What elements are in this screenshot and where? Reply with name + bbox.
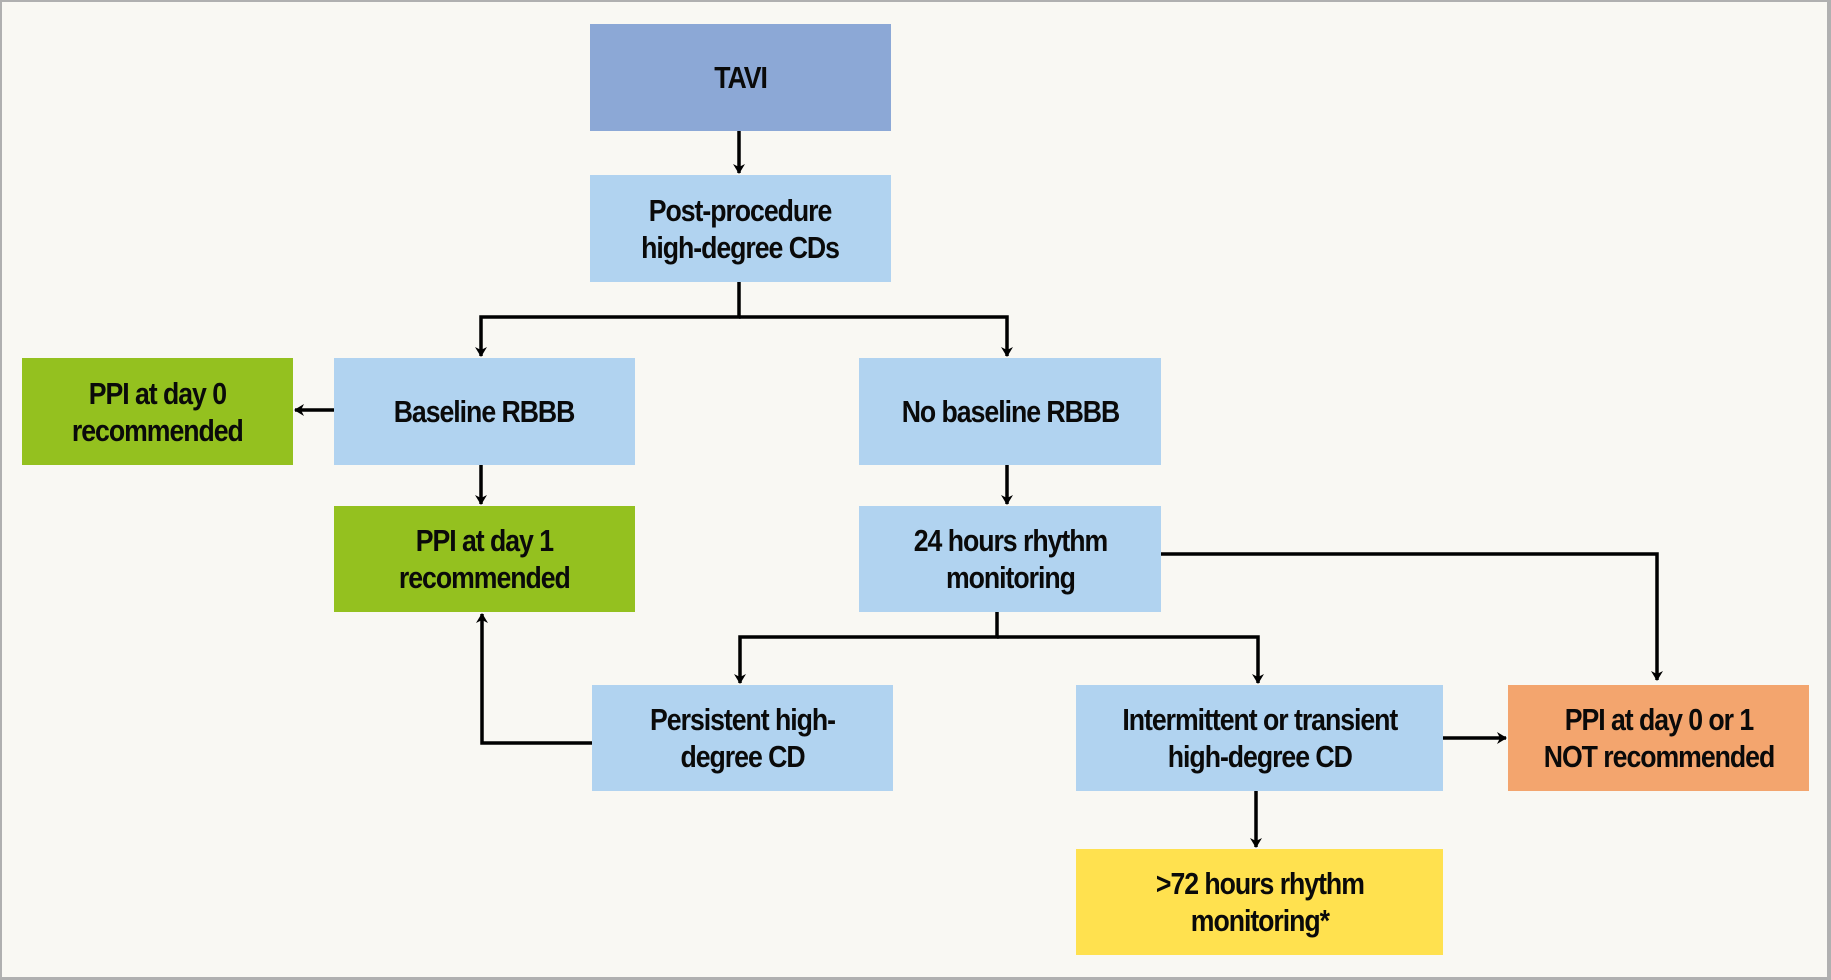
node-intermittent-cd: Intermittent or transient high-degree CD (1076, 685, 1443, 791)
node-24h-monitoring-label: 24 hours rhythm monitoring (913, 523, 1107, 595)
node-tavi: TAVI (590, 24, 891, 131)
node-persistent-cd-label: Persistent high- degree CD (650, 702, 836, 774)
node-baseline-rbbb: Baseline RBBB (334, 358, 635, 465)
node-ppi-not-recommended: PPI at day 0 or 1 NOT recommended (1508, 685, 1809, 791)
node-ppi-day1-label: PPI at day 1 recommended (399, 523, 571, 595)
node-persistent-cd: Persistent high- degree CD (592, 685, 893, 791)
node-ppi-day0-label: PPI at day 0 recommended (72, 375, 244, 448)
node-no-baseline-rbbb-label: No baseline RBBB (901, 394, 1120, 429)
node-baseline-rbbb-label: Baseline RBBB (394, 394, 576, 429)
node-ppi-day0: PPI at day 0 recommended (22, 358, 293, 465)
node-post-procedure-label: Post-procedure high-degree CDs (641, 192, 841, 265)
node-72h-monitoring-label: >72 hours rhythm monitoring* (1155, 866, 1365, 938)
node-post-procedure: Post-procedure high-degree CDs (590, 175, 891, 282)
node-intermittent-cd-label: Intermittent or transient high-degree CD (1122, 702, 1398, 774)
node-72h-monitoring: >72 hours rhythm monitoring* (1076, 849, 1443, 955)
node-tavi-label: TAVI (714, 60, 768, 95)
node-ppi-day1: PPI at day 1 recommended (334, 506, 635, 612)
node-24h-monitoring: 24 hours rhythm monitoring (859, 506, 1161, 612)
node-ppi-not-recommended-label: PPI at day 0 or 1 NOT recommended (1543, 702, 1774, 774)
node-no-baseline-rbbb: No baseline RBBB (859, 358, 1161, 465)
